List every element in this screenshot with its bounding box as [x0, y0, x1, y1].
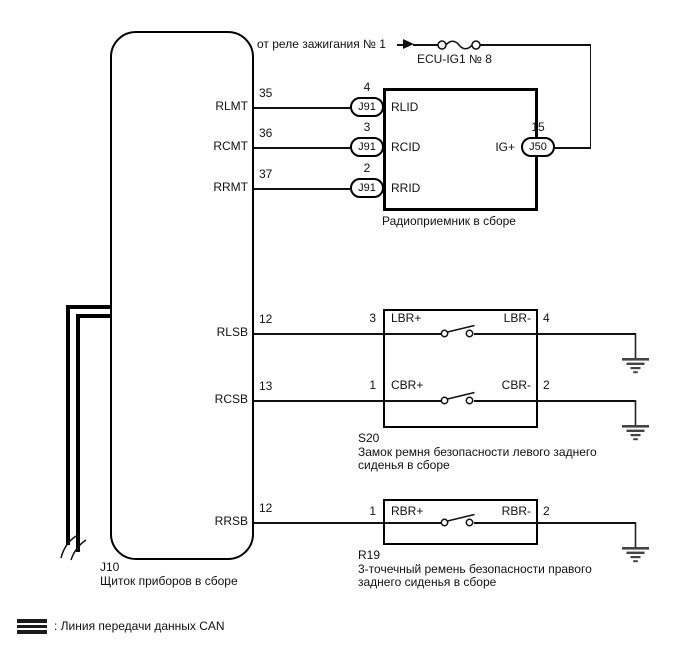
can-legend-label: : Линия передачи данных CAN	[54, 619, 225, 633]
pin-number: 4	[543, 311, 550, 325]
pin-number: 4	[363, 80, 371, 94]
wire	[474, 333, 538, 335]
wire	[538, 522, 636, 524]
pin-label: RCID	[391, 140, 421, 154]
pin-number: 2	[543, 504, 550, 518]
wire	[385, 333, 441, 335]
connector-j91: J91	[350, 97, 384, 117]
pin-number: 3	[369, 311, 376, 325]
pin-number: 3	[363, 120, 371, 134]
can-line	[76, 314, 80, 552]
s20-belt-buckle-box	[383, 309, 538, 428]
pin-label: RRID	[391, 181, 421, 195]
pin-label: LBR+	[391, 311, 422, 325]
wire	[397, 44, 404, 46]
pin-number: 12	[259, 501, 273, 515]
pin-number: 2	[363, 161, 371, 175]
wire	[413, 44, 438, 46]
can-legend-icon	[17, 619, 47, 623]
ground-icon	[622, 333, 649, 374]
can-line	[76, 314, 112, 318]
pin-label: RBR-	[501, 504, 531, 518]
pin-number: 13	[259, 379, 273, 393]
pin-label: RRMT	[213, 180, 248, 194]
pin-number: 1	[369, 504, 376, 518]
pin-label: LBR-	[503, 311, 531, 325]
pin-number: 2	[543, 378, 550, 392]
wire	[254, 147, 350, 149]
wire	[254, 188, 350, 190]
can-line	[66, 305, 112, 309]
wire	[555, 147, 591, 149]
switch-icon	[440, 324, 475, 338]
pin-label: CBR-	[501, 378, 531, 392]
wire	[474, 400, 538, 402]
j10-id: J10	[100, 560, 120, 574]
power-source-label: от реле зажигания № 1	[257, 37, 386, 51]
connector-j91: J91	[350, 178, 384, 198]
pin-label: CBR+	[391, 378, 424, 392]
s20-id: S20	[358, 431, 380, 445]
fuse-icon	[437, 40, 481, 50]
can-line	[66, 305, 70, 545]
ground-icon	[622, 522, 649, 563]
connector-j50: J50	[521, 137, 555, 157]
pin-label-ig: IG+	[495, 140, 515, 154]
radio-name: Радиоприемник в сборе	[382, 214, 516, 228]
pin-number: 36	[259, 126, 273, 140]
pin-number: 35	[259, 86, 273, 100]
pin-label: RLID	[391, 100, 419, 114]
pin-label: RLSB	[216, 325, 248, 339]
wire	[385, 522, 441, 524]
wire	[474, 522, 538, 524]
arrow-right-icon	[403, 39, 414, 49]
wire	[254, 522, 383, 524]
r19-id: R19	[358, 548, 381, 562]
wire	[254, 400, 383, 402]
wire	[254, 333, 383, 335]
pin-number: 1	[369, 378, 376, 392]
wire	[480, 44, 591, 46]
pin-number: 15	[531, 120, 545, 134]
switch-icon	[440, 513, 475, 527]
pin-label: RRSB	[214, 514, 248, 528]
pin-label: RLMT	[215, 99, 248, 113]
wire	[538, 333, 636, 335]
wire	[538, 400, 636, 402]
wire	[385, 400, 441, 402]
pin-number: 12	[259, 312, 273, 326]
switch-icon	[440, 391, 475, 405]
pin-label: RCSB	[214, 392, 248, 406]
can-legend-icon	[17, 625, 47, 628]
can-legend-icon	[17, 630, 47, 634]
wire	[254, 107, 350, 109]
s20-name: Замок ремня безопасности левого заднего …	[358, 445, 597, 472]
r19-name: 3-точечный ремень безопасности правого з…	[358, 562, 592, 589]
ground-icon	[622, 400, 649, 441]
pin-number: 37	[259, 167, 273, 181]
j10-instrument-cluster-box	[110, 31, 254, 560]
pin-label: RCMT	[213, 139, 248, 153]
connector-j91: J91	[350, 137, 384, 157]
j10-name: Щиток приборов в сборе	[100, 574, 238, 588]
fuse-label: ECU-IG1 № 8	[417, 52, 492, 66]
wire	[589, 44, 591, 148]
pin-label: RBR+	[391, 504, 424, 518]
wire-break-icon	[60, 535, 87, 561]
